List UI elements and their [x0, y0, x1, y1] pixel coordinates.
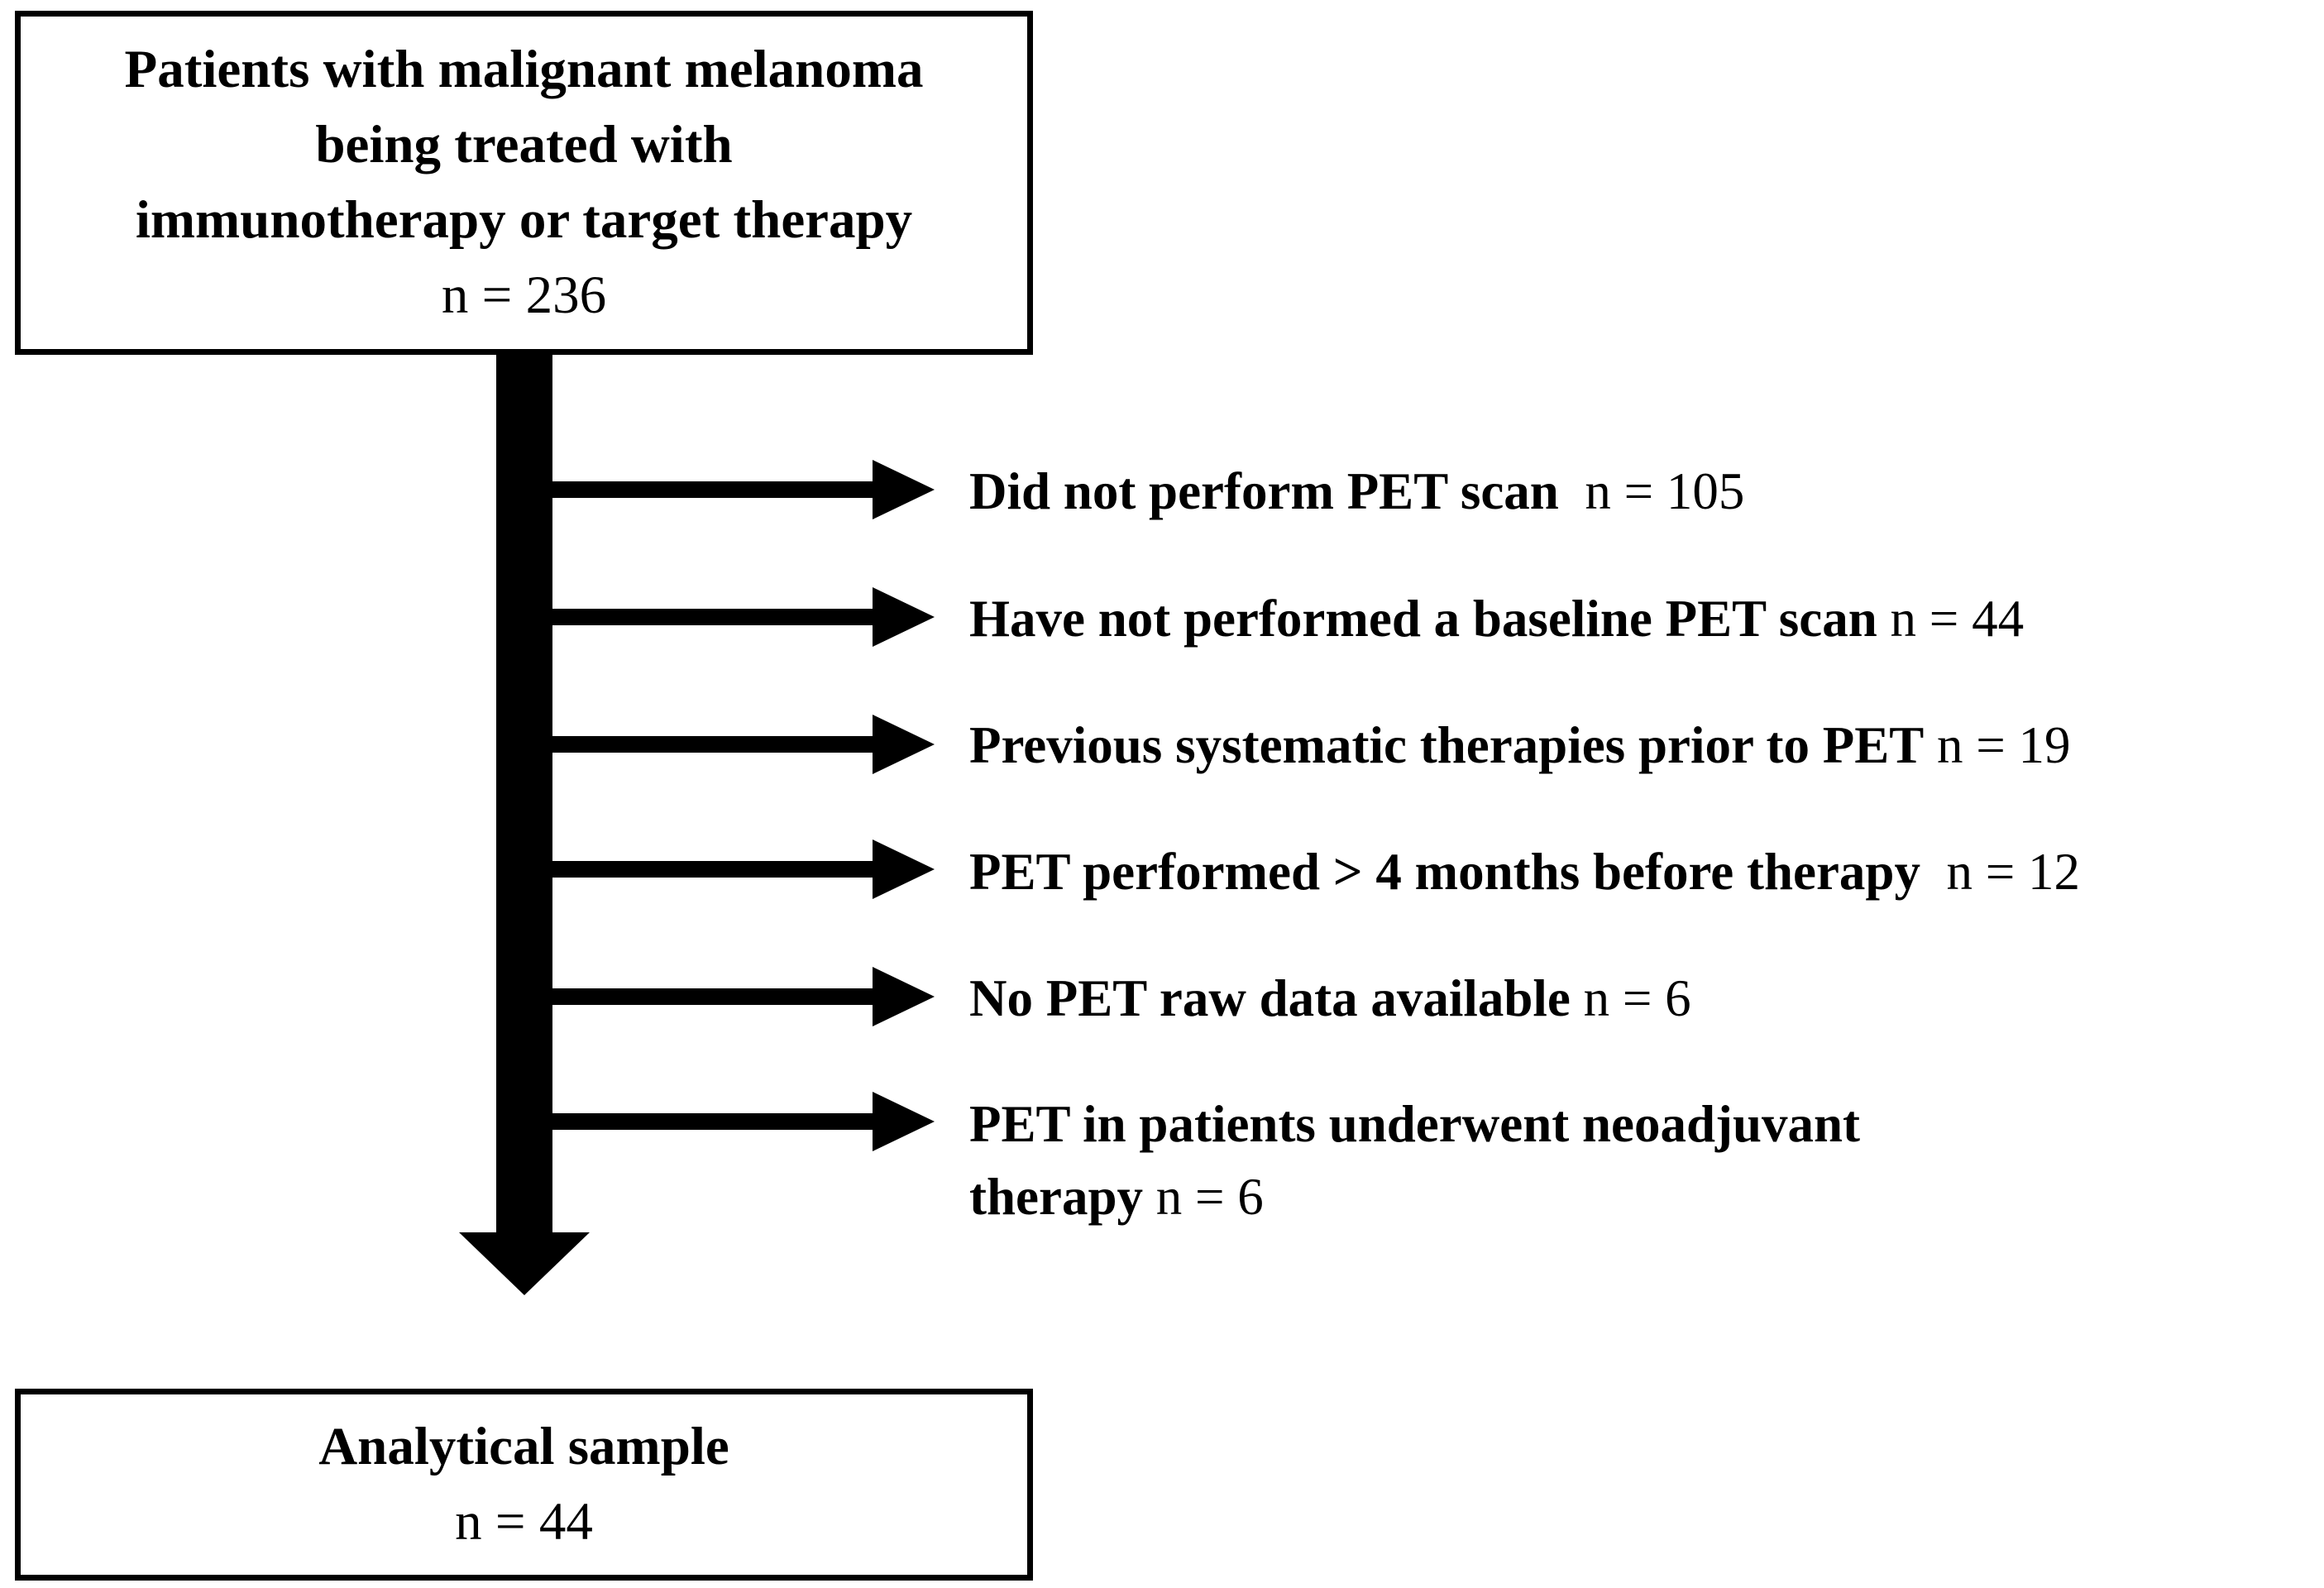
- exclusion-label: Previous systematic therapies prior to P…: [969, 716, 1925, 774]
- exclusion-arrow-1: [552, 460, 935, 519]
- initial-cohort-box: Patients with malignant melanoma being t…: [15, 11, 1033, 355]
- exclusion-item-6: PET in patients underwent neoadjuvant th…: [969, 1088, 1860, 1233]
- exclusion-label-line-1: PET in patients underwent neoadjuvant: [969, 1095, 1861, 1153]
- cohort-count: n = 236: [441, 265, 607, 325]
- analytical-sample-title: Analytical sample: [318, 1417, 729, 1476]
- exclusion-count: n = 19: [1937, 716, 2071, 774]
- exclusion-label-line-2: therapy: [969, 1168, 1143, 1226]
- exclusion-count: n = 105: [1585, 462, 1745, 520]
- exclusion-arrow-4: [552, 839, 935, 899]
- exclusion-item-4: PET performed > 4 months before therapy …: [969, 835, 2080, 908]
- exclusion-item-2: Have not performed a baseline PET scan n…: [969, 582, 2024, 655]
- cohort-title-line-3: immunotherapy or target therapy: [135, 190, 913, 250]
- exclusion-item-1: Did not perform PET scan n = 105: [969, 455, 1744, 528]
- exclusion-label: PET performed > 4 months before therapy: [969, 843, 1920, 901]
- exclusion-count: n = 6: [1155, 1168, 1264, 1226]
- exclusion-arrow-3: [552, 715, 935, 774]
- main-flow-arrowhead-down: [459, 1232, 590, 1295]
- analytical-sample-box: Analytical sample n = 44: [15, 1389, 1033, 1581]
- exclusion-label: No PET raw data available: [969, 969, 1571, 1027]
- analytical-sample-count: n = 44: [455, 1492, 593, 1552]
- exclusion-arrow-5: [552, 967, 935, 1026]
- cohort-title-line-1: Patients with malignant melanoma: [124, 40, 924, 99]
- main-flow-shaft: [496, 355, 552, 1236]
- exclusion-label: Have not performed a baseline PET scan: [969, 590, 1877, 648]
- exclusion-count: n = 12: [1946, 843, 2080, 901]
- exclusion-item-3: Previous systematic therapies prior to P…: [969, 709, 2071, 782]
- exclusion-count: n = 6: [1583, 969, 1691, 1027]
- exclusion-count: n = 44: [1890, 590, 2025, 648]
- exclusion-arrow-6: [552, 1092, 935, 1151]
- exclusion-item-5: No PET raw data available n = 6: [969, 962, 1691, 1035]
- exclusion-label: Did not perform PET scan: [969, 462, 1559, 520]
- cohort-title-line-2: being treated with: [315, 115, 733, 175]
- exclusion-arrow-2: [552, 587, 935, 647]
